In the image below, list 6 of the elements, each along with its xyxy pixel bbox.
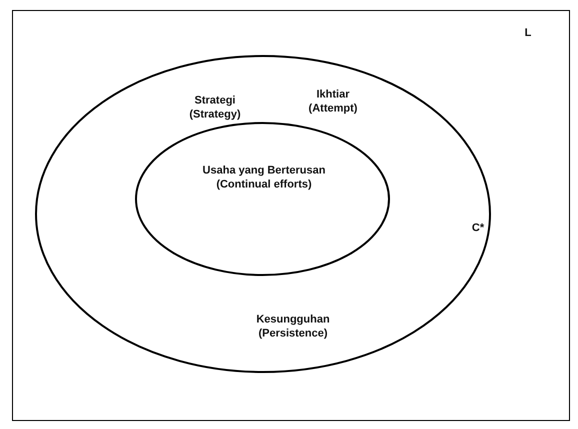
node-label: Strategi (Strategy): [188, 94, 242, 122]
node-label: Usaha yang Berterusan (Continual efforts): [202, 164, 326, 192]
node-label: Ikhtiar (Attempt): [308, 88, 358, 116]
node-label: C*: [470, 220, 486, 236]
node-label: L: [524, 26, 532, 40]
node-label: Kesungguhan (Persistence): [255, 312, 331, 342]
